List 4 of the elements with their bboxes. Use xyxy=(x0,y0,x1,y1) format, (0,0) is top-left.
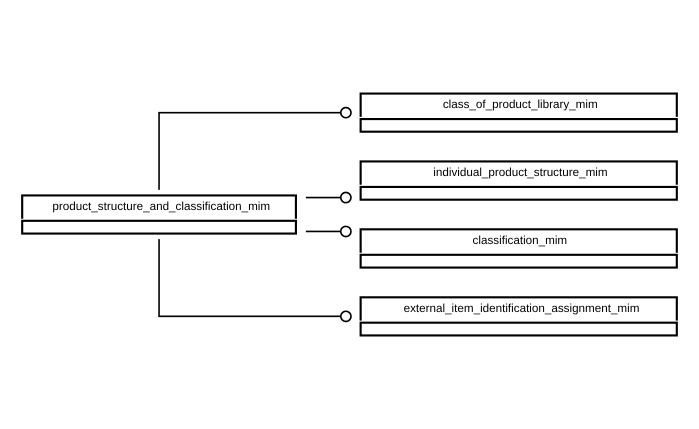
connector xyxy=(158,239,352,322)
connector xyxy=(306,192,352,204)
connector xyxy=(306,226,352,238)
connector xyxy=(158,106,352,190)
